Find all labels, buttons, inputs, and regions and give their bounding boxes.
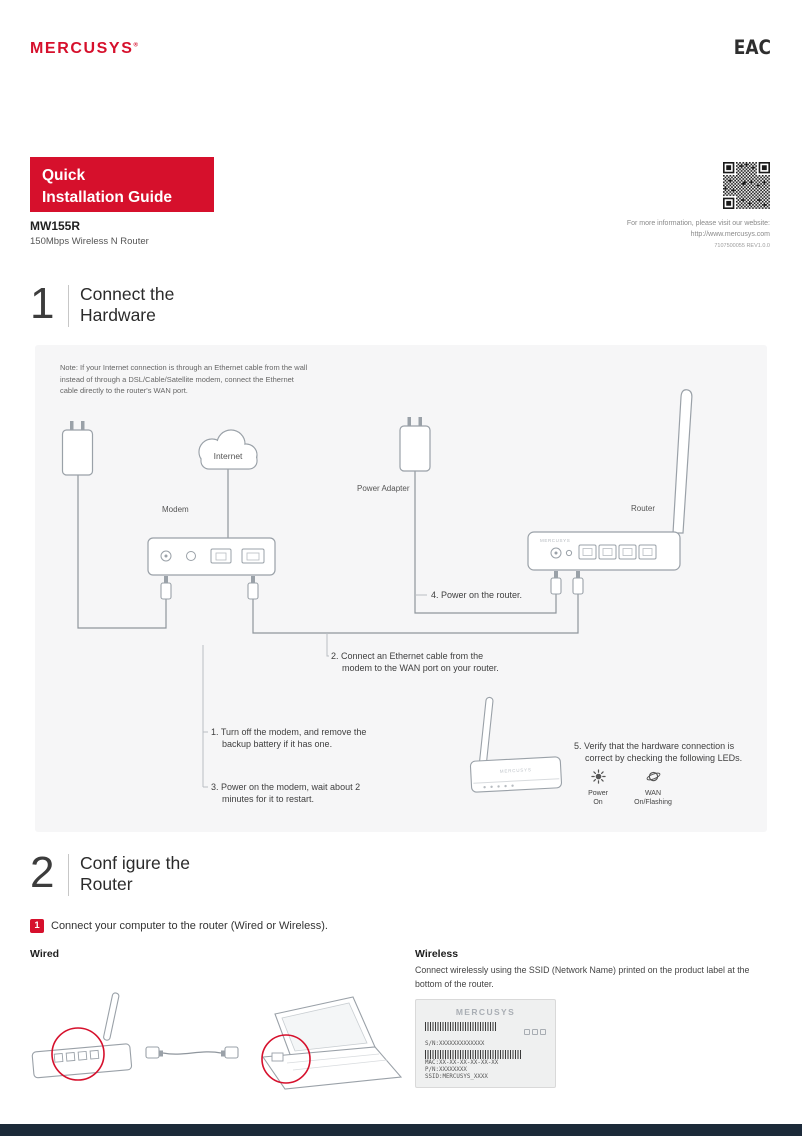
model-description: 150Mbps Wireless N Router bbox=[30, 236, 149, 247]
section-2-title: Conf igure the Router bbox=[80, 852, 190, 896]
wireless-instruction: Connect wirelessly using the SSID (Netwo… bbox=[415, 965, 750, 990]
modem-icon bbox=[147, 537, 276, 576]
section-1-title-line2: Hardware bbox=[80, 305, 156, 326]
connection-note: Note: If your Internet connection is thr… bbox=[60, 363, 308, 396]
laptop-icon bbox=[261, 996, 403, 1090]
website-url: http://www.mercusys.com bbox=[690, 230, 770, 238]
connector-plugs bbox=[160, 571, 584, 600]
internet-cloud-icon bbox=[198, 429, 258, 470]
wired-connection-diagram bbox=[31, 992, 403, 1090]
step-5-text: 5. Verify that the hardware connection i… bbox=[574, 741, 743, 764]
router-port-highlight-circle bbox=[51, 1027, 105, 1081]
mercusys-logo: MERCUSYS® bbox=[30, 40, 138, 58]
product-label-brand: MERCUSYS bbox=[455, 1007, 516, 1017]
website-info-line1: For more information, please visit our w… bbox=[626, 220, 770, 227]
section-1-number: 1 bbox=[30, 279, 55, 328]
router-power-adapter-icon bbox=[399, 417, 431, 472]
product-serial: S/N:XXXXXXXXXXXXX bbox=[425, 1041, 485, 1047]
step-1-instruction: Connect your computer to the router (Wir… bbox=[51, 920, 328, 932]
laptop-port-highlight-circle bbox=[261, 1034, 311, 1084]
qr-code bbox=[723, 162, 770, 209]
section-2-title-line1: Conf igure the bbox=[80, 853, 190, 873]
power-led-state: On bbox=[593, 799, 603, 806]
guide-title: Quick Installation Guide bbox=[30, 157, 214, 212]
certification-marks bbox=[522, 1022, 546, 1040]
router-icon: MERCUSYS bbox=[527, 389, 693, 571]
wired-label: Wired bbox=[30, 948, 60, 960]
label-modem: Modem bbox=[162, 505, 189, 514]
router-led-dots bbox=[483, 784, 514, 789]
step-1-text: 1. Turn off the modem, and remove the ba… bbox=[211, 727, 367, 750]
hardware-diagram: MERCUSYS MERCUSYS bbox=[61, 389, 693, 793]
router-front-brand-text: MERCUSYS bbox=[500, 767, 532, 774]
website-info: For more information, please visit our w… bbox=[627, 219, 770, 250]
mercusys-logo-text: MERCUSYS bbox=[30, 40, 134, 57]
section-1-header: 1 Connect the Hardware bbox=[30, 279, 174, 328]
ethernet-plug-icon bbox=[247, 576, 259, 600]
step-1-badge: 1 bbox=[30, 919, 44, 933]
label-internet: Internet bbox=[213, 451, 243, 461]
router-power-plug-icon bbox=[550, 571, 562, 595]
power-led: Power On bbox=[566, 769, 630, 806]
section-2-number: 2 bbox=[30, 848, 55, 897]
wired-router-icon bbox=[31, 992, 133, 1081]
ethernet-cable-icon bbox=[145, 1046, 239, 1059]
wan-led-icon bbox=[646, 771, 660, 782]
section-divider bbox=[68, 854, 69, 896]
model-number: MW155R bbox=[30, 219, 81, 233]
wan-led-state: On/Flashing bbox=[634, 799, 672, 806]
section-2-header: 2 Conf igure the Router bbox=[30, 848, 190, 897]
router-front-icon: MERCUSYS bbox=[469, 696, 563, 793]
router-ethernet-plug-icon bbox=[572, 571, 584, 595]
mac-barcode bbox=[425, 1050, 521, 1059]
hardware-diagram-panel: Note: If your Internet connection is thr… bbox=[35, 345, 767, 832]
label-power-adapter: Power Adapter bbox=[357, 484, 410, 493]
section-1-title: Connect the Hardware bbox=[80, 283, 174, 327]
wan-led-name: WAN bbox=[644, 790, 662, 797]
section-divider bbox=[68, 285, 69, 327]
serial-barcode bbox=[425, 1022, 497, 1031]
modem-power-adapter-icon bbox=[61, 421, 94, 476]
qr-finder-patterns bbox=[723, 162, 770, 209]
router-power-cable bbox=[414, 471, 557, 614]
section-2-title-line2: Router bbox=[80, 874, 133, 895]
modem-power-cable bbox=[77, 475, 167, 629]
callout-step2 bbox=[326, 633, 329, 657]
section-1-title-line1: Connect the bbox=[80, 284, 175, 304]
doc-number: 7107500055 REV1.0.0 bbox=[714, 243, 770, 249]
power-led-name: Power bbox=[588, 790, 608, 797]
eac-mark: EAC bbox=[733, 36, 771, 60]
configure-step-1: 1 Connect your computer to the router (W… bbox=[30, 919, 328, 933]
guide-title-line1: Quick bbox=[42, 167, 86, 184]
power-led-icon bbox=[590, 769, 606, 784]
power-plug-icon bbox=[160, 576, 172, 600]
guide-title-line2: Installation Guide bbox=[42, 189, 173, 207]
step-3-text: 3. Power on the modem, wait about 2 minu… bbox=[211, 782, 361, 805]
cables bbox=[77, 469, 579, 634]
step-2-text: 2. Connect an Ethernet cable from the mo… bbox=[331, 651, 499, 674]
product-ssid: SSID:MERCUSYS_XXXX bbox=[425, 1074, 488, 1080]
callout-lines bbox=[202, 594, 427, 788]
step-4-text: 4. Power on the router. bbox=[431, 590, 523, 600]
wireless-label: Wireless bbox=[415, 948, 459, 960]
registered-trademark: ® bbox=[133, 42, 138, 49]
footer-bar bbox=[0, 1124, 802, 1136]
product-part-number: P/N:XXXXXXXX bbox=[425, 1067, 467, 1073]
router-antenna-icon bbox=[672, 389, 693, 534]
wan-led: WAN On/Flashing bbox=[621, 769, 685, 806]
product-label: MERCUSYS S/N:XXXXXXXXXXXXX MAC:XX-XX-XX-… bbox=[415, 999, 556, 1088]
label-router: Router bbox=[631, 504, 656, 513]
wired-router-ports bbox=[53, 1049, 100, 1063]
callout-step1-step3 bbox=[202, 645, 208, 788]
product-mac: MAC:XX-XX-XX-XX-XX-XX bbox=[425, 1060, 499, 1066]
router-brand-text: MERCUSYS bbox=[540, 538, 570, 543]
ethernet-cable bbox=[252, 594, 579, 634]
